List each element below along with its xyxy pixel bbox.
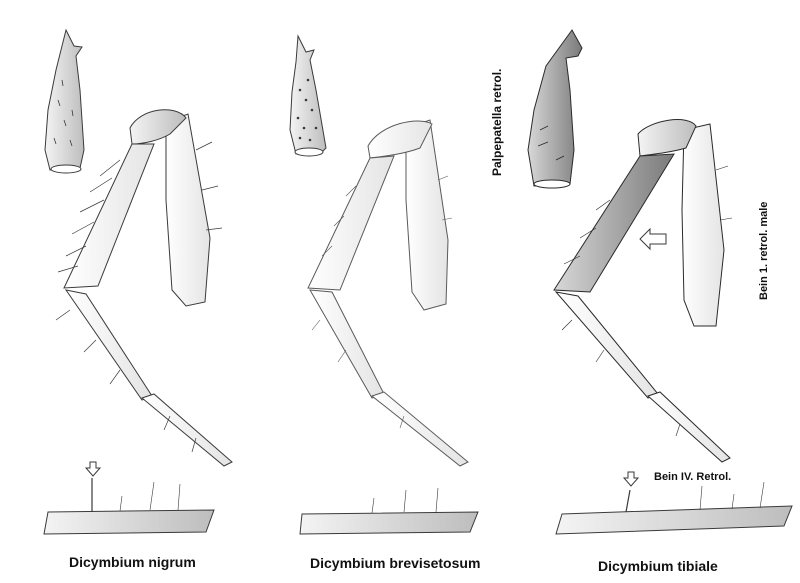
nigrum-leg-iv-segment-drawing: [43, 478, 215, 535]
nigrum-arrow-icon: [84, 461, 102, 477]
tibiale-leg-i-drawing: [553, 119, 733, 463]
bein-4-label: Bein IV. Retrol.: [654, 471, 732, 483]
species-label-tibiale: Dicymbium tibiale: [598, 558, 718, 574]
tibiale-palpepatella-drawing: [527, 29, 583, 189]
brevisetosum-palpepatella-drawing: [289, 34, 327, 157]
bein-1-label: Bein 1. retrol. male: [758, 201, 770, 300]
brevisetosum-leg-iv-segment-drawing: [299, 487, 479, 535]
tibiale-leg-iv-segment-drawing: [555, 481, 793, 535]
palpepatella-label: Palpepatella retrol.: [490, 68, 504, 176]
tibiale-arrow-icon: [639, 227, 667, 251]
species-label-brevisetosum: Dicymbium brevisetosum: [310, 555, 481, 571]
tibiale-leg-iv-arrow-icon: [622, 471, 640, 487]
nigrum-palpepatella-drawing: [44, 28, 85, 174]
brevisetosum-leg-i-drawing: [307, 119, 469, 467]
species-label-nigrum: Dicymbium nigrum: [69, 554, 196, 570]
nigrum-leg-i-drawing: [55, 109, 233, 467]
